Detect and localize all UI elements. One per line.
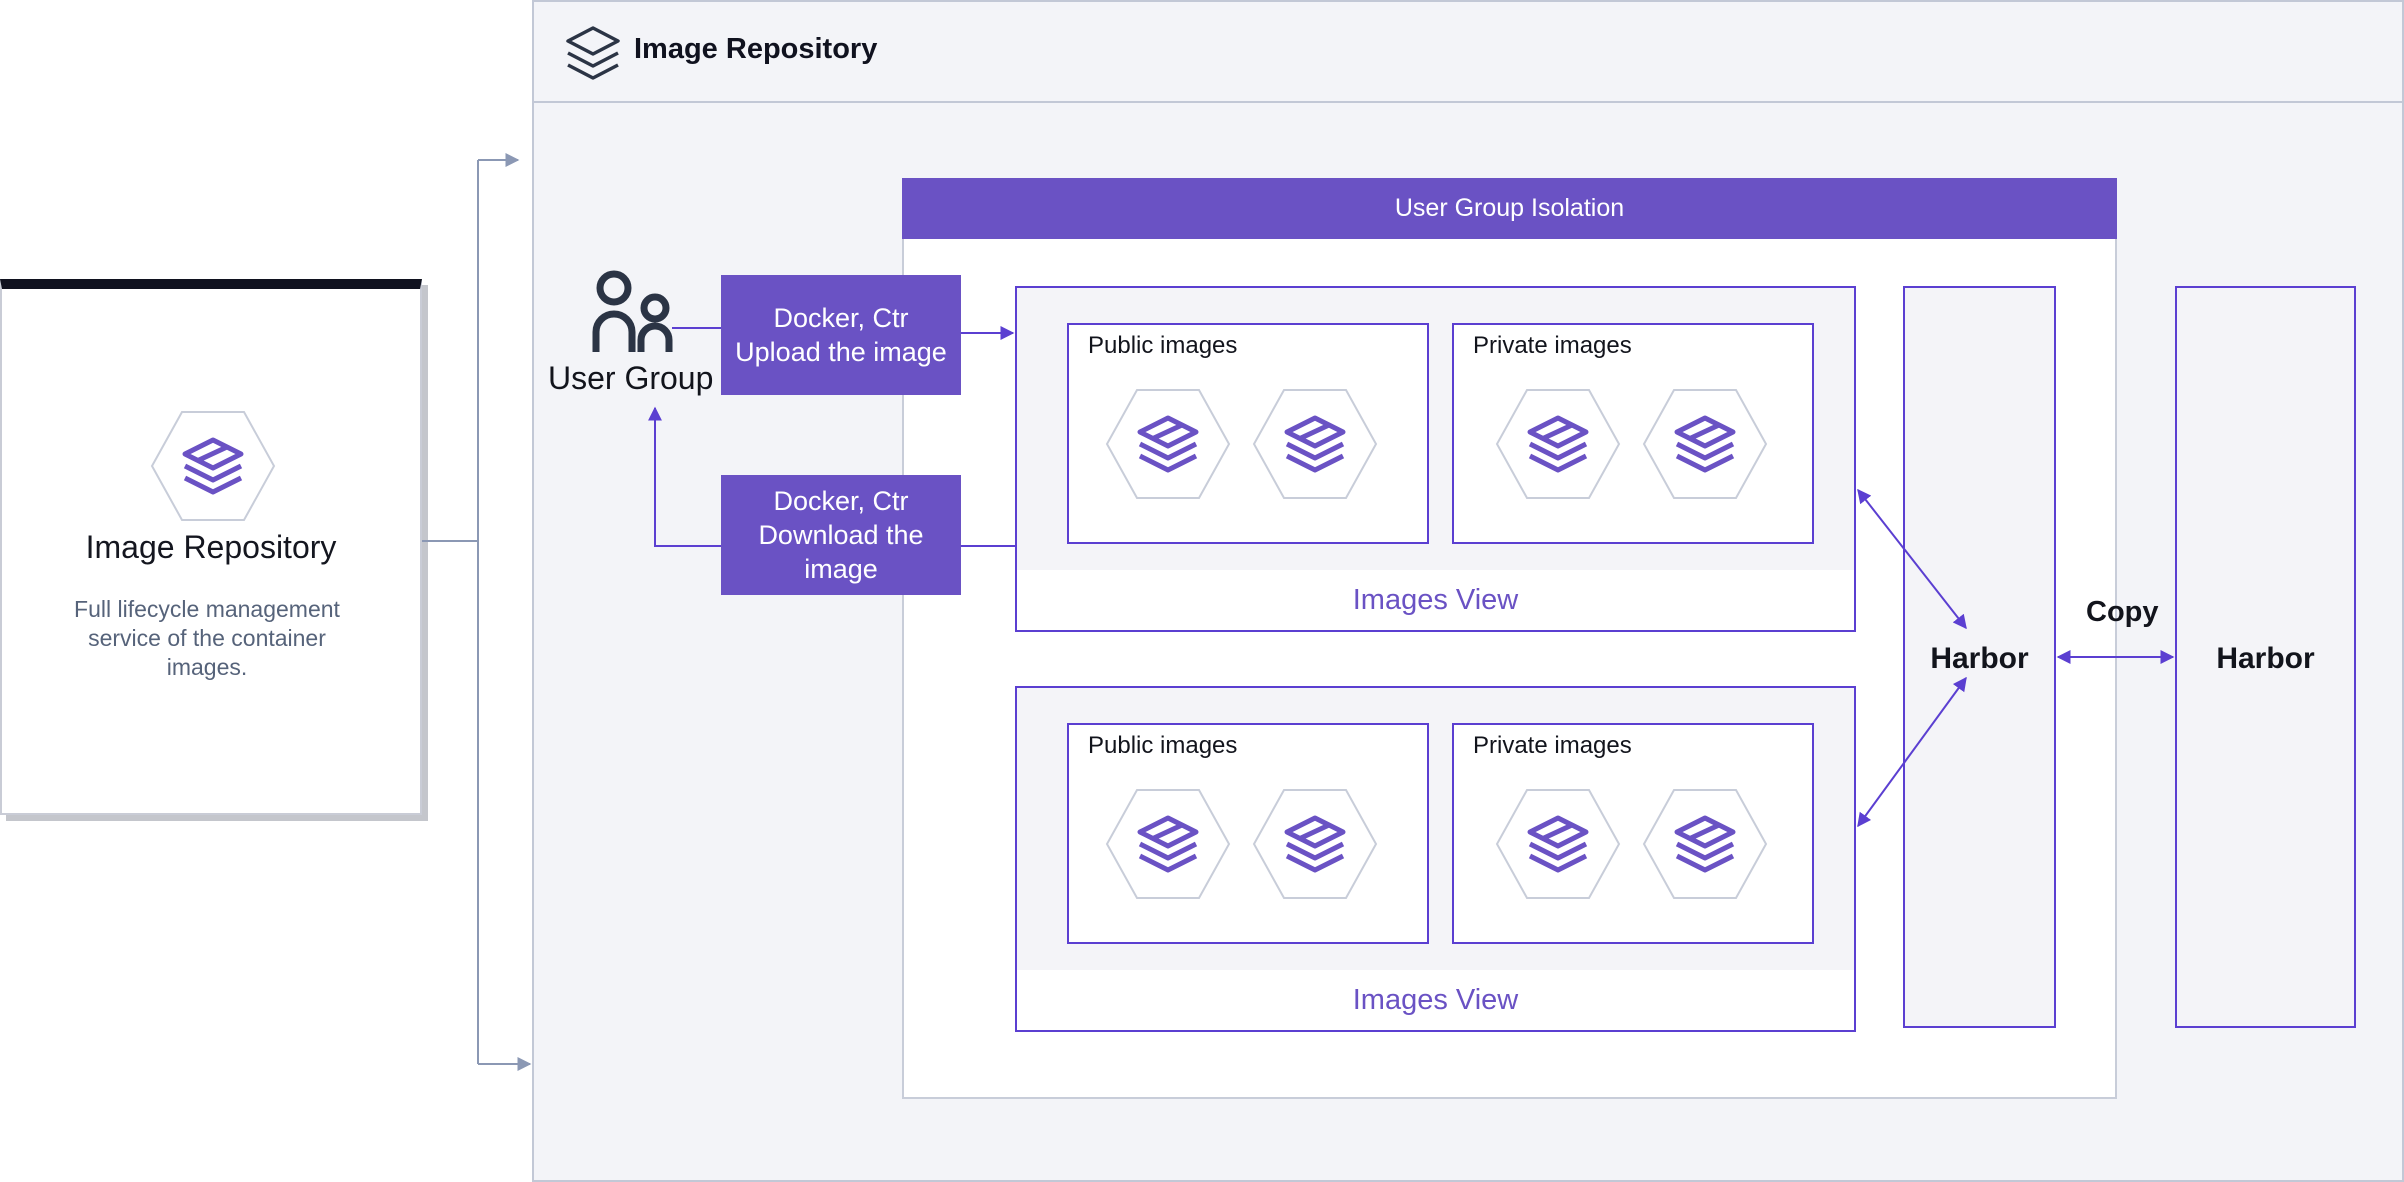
layers-icon — [564, 24, 622, 82]
images-view-1-label: Images View — [1352, 584, 1519, 616]
public-images-box-2: Public images — [1067, 723, 1429, 944]
harbor-box-right: Harbor — [2175, 286, 2356, 1028]
harbor-label-right: Harbor — [2216, 642, 2315, 675]
user-group-icon — [592, 270, 674, 354]
card-description: Full lifecycle management service of the… — [74, 596, 340, 680]
card-title: Image Repository — [85, 529, 337, 565]
harbor-box-left: Harbor — [1903, 286, 2056, 1028]
harbor-label-left: Harbor — [1930, 642, 2029, 675]
left-service-card: Image Repository Full lifecycle manageme… — [0, 279, 422, 815]
container-image-icon — [1642, 788, 1768, 900]
container-image-icon — [1252, 788, 1378, 900]
private-images-box-2: Private images — [1452, 723, 1814, 944]
copy-label: Copy — [2086, 596, 2159, 628]
container-image-icon — [1495, 388, 1621, 500]
private-images-label: Private images — [1473, 332, 1632, 359]
panel-title: Image Repository — [634, 33, 878, 65]
public-images-label: Public images — [1088, 332, 1238, 359]
images-view-2-label: Images View — [1352, 984, 1519, 1016]
isolation-title: User Group Isolation — [902, 178, 2117, 239]
container-image-icon — [1495, 788, 1621, 900]
private-images-label: Private images — [1473, 732, 1632, 759]
upload-image-action[interactable]: Docker, Ctr Upload the image — [721, 275, 961, 395]
gray-connector — [422, 153, 532, 1071]
user-group-label: User Group — [548, 360, 714, 396]
upload-action-line1: Docker, Ctr — [773, 303, 909, 333]
container-image-icon — [1252, 388, 1378, 500]
public-images-label: Public images — [1088, 732, 1238, 759]
main-panel-header: Image Repository — [532, 0, 2404, 103]
container-image-icon — [1105, 388, 1231, 500]
download-action-line1: Docker, Ctr — [773, 486, 909, 516]
download-image-action[interactable]: Docker, Ctr Download the image — [721, 475, 961, 595]
container-image-icon — [148, 410, 278, 522]
public-images-box-1: Public images — [1067, 323, 1429, 544]
container-image-icon — [1105, 788, 1231, 900]
upload-action-line2: Upload the image — [735, 337, 947, 367]
download-action-line2: Download the image — [758, 520, 924, 584]
private-images-box-1: Private images — [1452, 323, 1814, 544]
container-image-icon — [1642, 388, 1768, 500]
